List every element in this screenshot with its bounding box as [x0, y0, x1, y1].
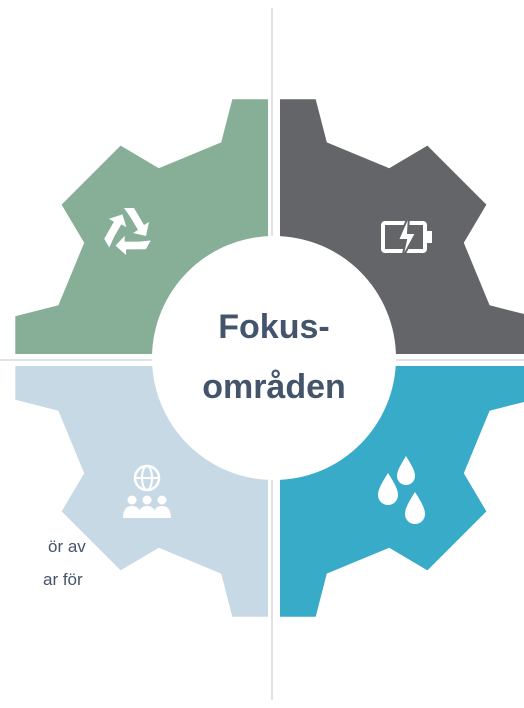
recycle-icon	[104, 208, 151, 256]
center-title-line2: områden	[202, 368, 346, 406]
battery-charging-icon	[381, 214, 432, 260]
side-text-line1: ör av	[48, 537, 86, 556]
center-circle	[152, 236, 396, 480]
center-title-line1: Fokus-	[218, 308, 329, 346]
globe-people-icon	[123, 464, 171, 518]
side-text-line2: ar för	[43, 570, 83, 589]
water-drops-icon	[378, 456, 425, 524]
